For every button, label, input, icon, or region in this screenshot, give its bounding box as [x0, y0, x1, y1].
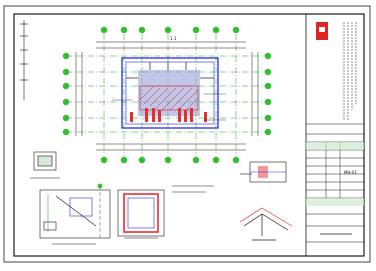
- title-row-highlight-2: [306, 198, 364, 206]
- sheet-label: MH-01: [344, 170, 357, 175]
- sheet-inner-border: [13, 13, 365, 257]
- detail-roof-joint: [239, 207, 293, 241]
- detail-notes: [172, 185, 214, 193]
- axis-bubbles-bottom: [100, 156, 240, 164]
- axis-bubbles-right: [264, 52, 272, 136]
- structural-columns: [130, 108, 207, 122]
- title-text-column: [343, 22, 357, 120]
- plan-section-tag: 1-1: [170, 36, 177, 41]
- building-walls: [121, 57, 219, 129]
- core-area: [138, 70, 200, 116]
- axis-bubbles-left: [62, 52, 70, 136]
- title-rows: [306, 123, 364, 243]
- leader-notes: [112, 93, 226, 121]
- axis-bubbles-top: [100, 26, 240, 34]
- floor-plan: 1-1 --: [62, 26, 272, 164]
- binding-strip: [20, 20, 28, 100]
- title-row-highlight: [306, 142, 364, 150]
- sheet-outer-border: [3, 5, 371, 263]
- detail-section-a: [39, 183, 111, 245]
- detail-section-b: [117, 189, 165, 239]
- interior-walls: [126, 62, 214, 79]
- plan-note: --: [112, 95, 114, 99]
- dimension-lines: [75, 41, 259, 151]
- title-block: MH-01: [305, 14, 364, 256]
- detail-node-c: [240, 161, 287, 183]
- detail-small-box: [30, 151, 60, 179]
